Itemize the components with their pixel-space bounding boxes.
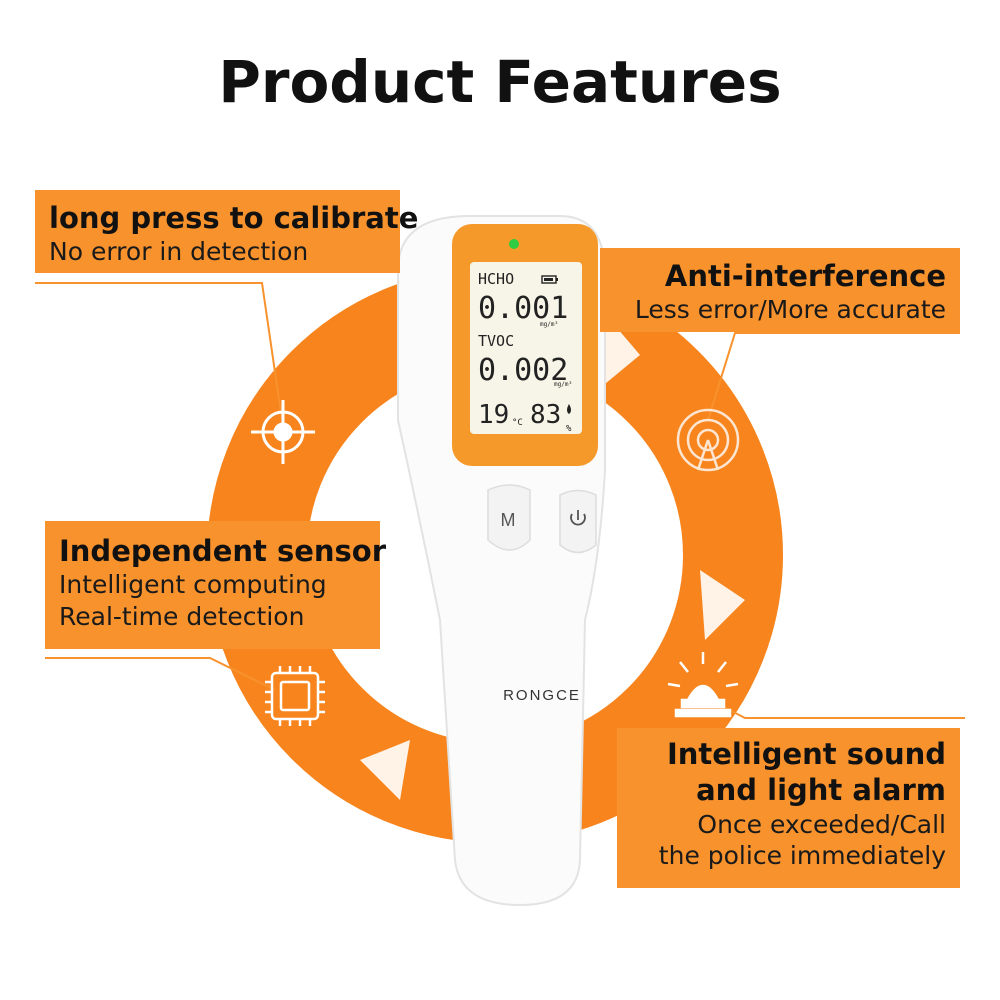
feature-alarm: Intelligent sound and light alarm Once e… (617, 728, 960, 888)
alarm-light-icon (667, 652, 739, 718)
feature-alarm-heading-2: and light alarm (696, 773, 946, 808)
lcd-value-hcho: 0.001 (478, 291, 568, 326)
crosshair-icon (251, 400, 315, 464)
feature-calibrate: long press to calibrate No error in dete… (35, 190, 419, 273)
feature-anti-interference: Anti-interference Less error/More accura… (600, 248, 960, 332)
lcd-label-hcho: HCHO (478, 270, 514, 288)
feature-anti-interference-heading: Anti-interference (664, 259, 946, 293)
lcd-value-tvoc: 0.002 (478, 353, 568, 388)
droplet-icon (567, 404, 571, 414)
signal-waves-icon (676, 408, 740, 472)
feature-sensor: Independent sensor Intelligent computing… (45, 521, 387, 649)
feature-sensor-heading: Independent sensor (59, 534, 387, 568)
power-button[interactable] (559, 489, 597, 554)
lcd-unit-tvoc: mg/m³ (554, 381, 572, 388)
feature-calibrate-heading: long press to calibrate (49, 201, 419, 235)
lcd-temperature: 19 (478, 400, 509, 430)
chip-icon (265, 666, 325, 726)
lcd-temp-unit: °C (512, 418, 523, 428)
feature-sensor-line-2: Real-time detection (59, 601, 305, 631)
status-led (509, 239, 519, 249)
feature-alarm-line-1: Once exceeded/Call (697, 809, 946, 839)
mode-button[interactable]: M (487, 484, 531, 551)
power-icon (570, 510, 586, 526)
feature-sensor-line-1: Intelligent computing (59, 570, 327, 600)
feature-calibrate-line: No error in detection (49, 237, 309, 267)
feature-alarm-heading-1: Intelligent sound (666, 737, 946, 771)
brand-logo: RONGCE (503, 687, 581, 704)
page-title: Product Features (218, 48, 782, 116)
mode-button-label: M (501, 510, 516, 530)
battery-icon (541, 275, 558, 284)
air-quality-detector: HCHO 0.001 mg/m³ TVOC 0.002 mg/m³ 19 °C … (397, 215, 606, 907)
lcd-humidity: 83 (530, 400, 561, 430)
feature-alarm-line-2: the police immediately (658, 840, 946, 870)
feature-anti-interference-line: Less error/More accurate (634, 295, 946, 325)
lcd-label-tvoc: TVOC (478, 332, 514, 350)
lcd-unit-hcho: mg/m³ (540, 321, 558, 328)
lcd-humidity-unit: % (566, 424, 572, 434)
